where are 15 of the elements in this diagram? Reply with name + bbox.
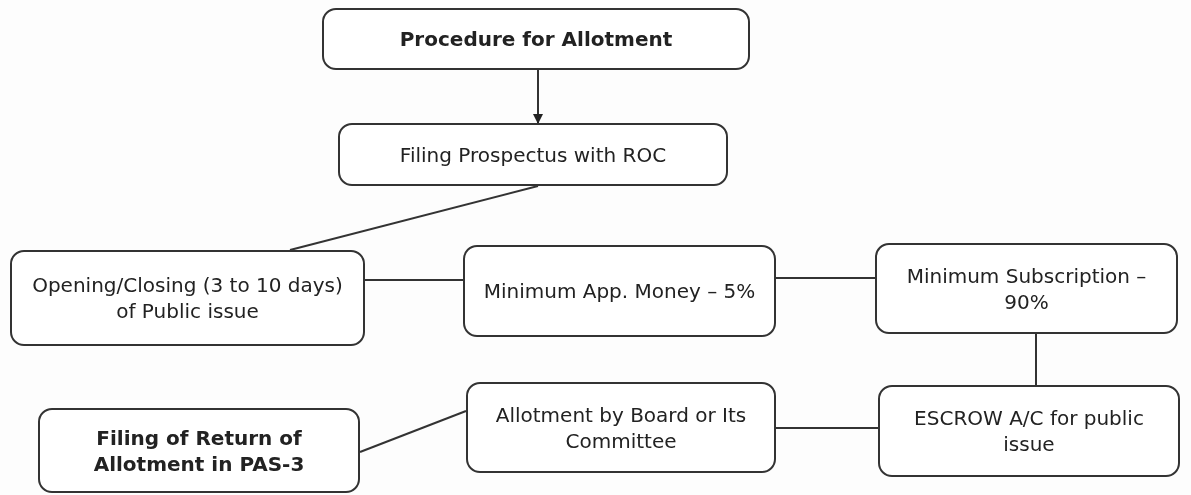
connector-line <box>775 277 876 279</box>
process-box: Procedure for Allotment <box>322 8 750 70</box>
arrow <box>533 69 543 124</box>
process-box: Filing of Return of Allotment in PAS-3 <box>38 408 360 493</box>
connector-line <box>364 279 464 281</box>
process-box: ESCROW A/C for public issue <box>878 385 1180 477</box>
process-box: Minimum App. Money – 5% <box>463 245 776 337</box>
connector-line <box>1035 333 1037 386</box>
connector-line <box>359 410 467 453</box>
process-box: Allotment by Board or Its Committee <box>466 382 776 473</box>
connector-line <box>289 185 539 251</box>
process-box: Opening/Closing (3 to 10 days) of Public issue <box>10 250 365 346</box>
connector-line <box>775 427 879 429</box>
process-box: Filing Prospectus with ROC <box>338 123 728 186</box>
process-box: Minimum Subscription – 90% <box>875 243 1178 334</box>
